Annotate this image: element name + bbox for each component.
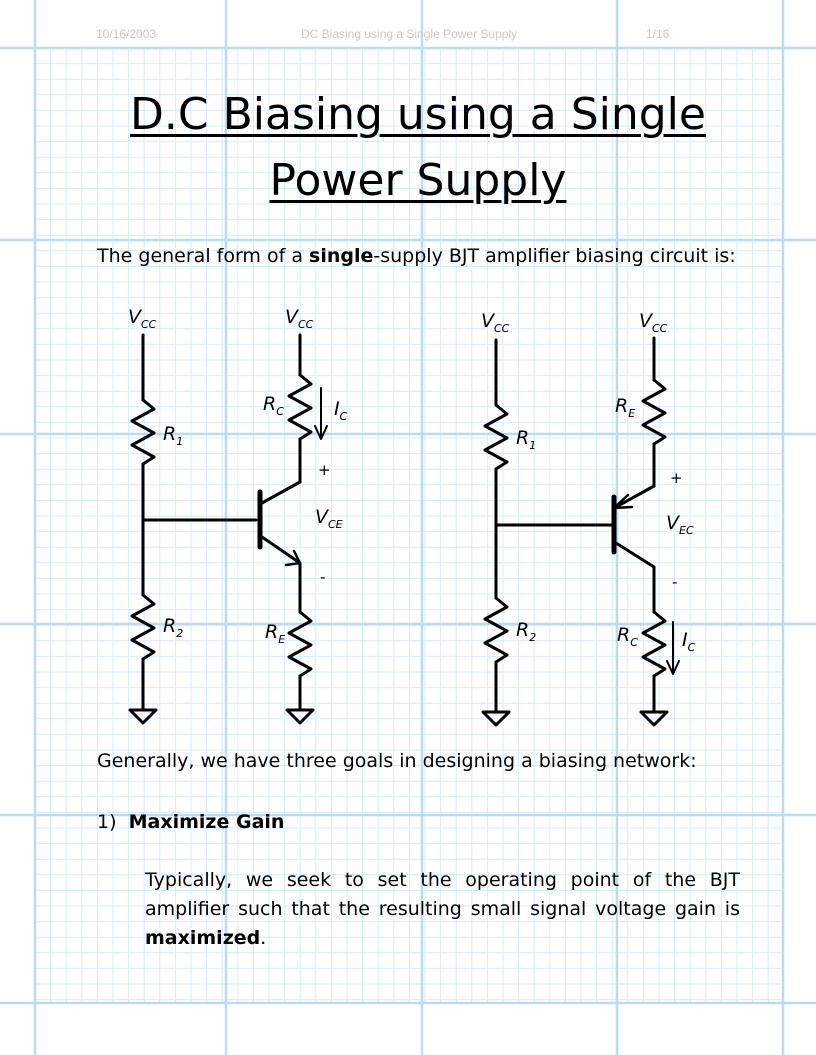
ground-symbol-right-1 [481,710,511,727]
label-r1-pnp: R1 [516,427,536,452]
plus-npn: + [318,461,331,479]
label-r2-pnp: R2 [516,619,536,644]
goal-1-description: Typically, we seek to set the operating … [145,866,740,953]
goal-1-line-2: amplifier such that the resulting small … [145,898,740,920]
label-r2-npn: R2 [163,615,183,640]
label-ic-npn: IC [334,398,348,423]
pnp-circuit [481,336,680,727]
goal-1-number: 1) [97,811,117,833]
plus-pnp: + [670,469,683,487]
header-page-number: 1/16 [646,27,670,41]
header-date: 10/16/2003 [96,27,157,41]
label-ic-pnp: IC [682,629,696,654]
label-vcc-pnp-left: VCC [481,310,510,335]
resistor-rc-pnp [641,610,667,678]
resistor-r2-pnp [483,596,509,664]
intro-text-bold: single [309,245,374,267]
title-line-2: Power Supply [269,155,567,206]
resistor-rc [287,373,313,441]
resistor-r2 [130,593,156,661]
ground-symbol-left-2 [285,708,315,725]
label-rc-npn: RC [263,393,284,418]
label-vcc-npn-right: VCC [285,306,314,331]
goal-1-heading: 1) Maximize Gain [97,808,284,837]
label-re-npn: RE [265,621,285,646]
label-r1-npn: R1 [163,423,183,448]
goal-1-label: Maximize Gain [128,811,285,833]
goal-1-bold-word: maximized [145,927,261,949]
goal-1-line-3: maximized. [145,924,740,953]
label-vcc-npn-left: VCC [128,306,157,331]
resistor-re-pnp [641,378,667,446]
intro-paragraph: The general form of a single-supply BJT … [97,242,747,271]
page-title: D.C Biasing using a Single Power Supply [60,82,776,214]
intro-text-post: -supply BJT amplifier biasing circuit is… [373,245,736,267]
header-doc-title: DC Biasing using a Single Power Supply [301,27,518,41]
label-rc-pnp: RC [617,624,638,649]
goal-1-line-1: Typically, we seek to set the operating … [145,869,740,891]
minus-npn: - [320,568,325,586]
label-vcc-pnp-right: VCC [639,310,668,335]
intro-text-pre: The general form of a [97,245,310,267]
title-line-1: D.C Biasing using a Single [130,89,706,140]
minus-pnp: - [672,573,677,591]
ground-symbol-right-2 [639,710,669,727]
ground-symbol-left-1 [128,708,158,725]
label-vce: VCE [315,506,343,531]
goals-intro: Generally, we have three goals in design… [97,750,697,772]
goal-1-line-end: . [260,927,267,949]
label-re-pnp: RE [615,395,635,420]
npn-circuit [128,333,328,725]
resistor-r1 [130,398,156,466]
resistor-re [287,610,313,678]
resistor-r1-pnp [483,403,509,471]
label-vec: VEC [666,512,694,537]
